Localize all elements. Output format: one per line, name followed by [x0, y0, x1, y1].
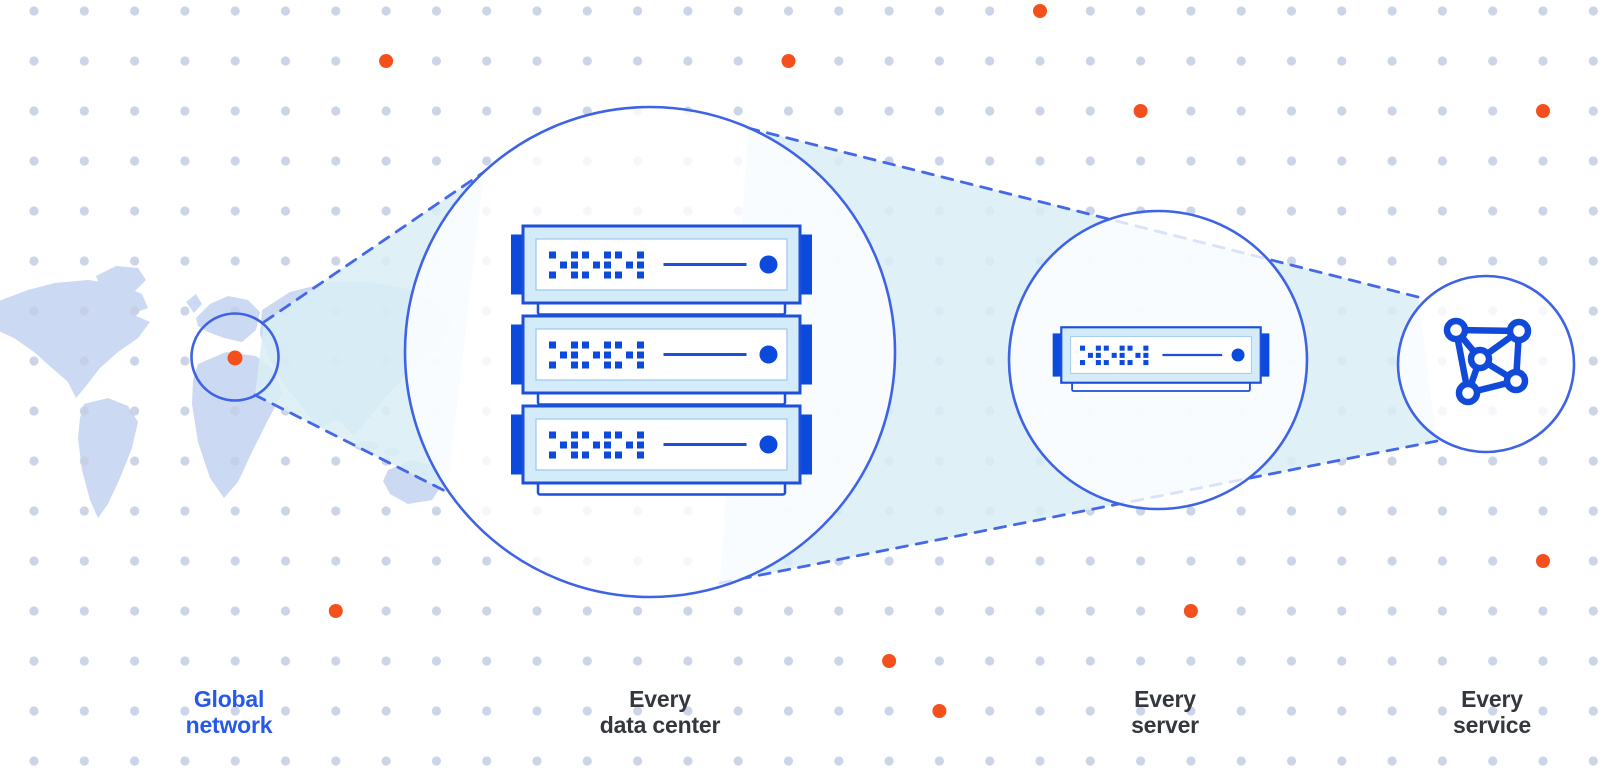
label-every-service: Every service [1372, 686, 1612, 738]
label-every-server: Every server [1045, 686, 1285, 738]
single-server-icon [1051, 326, 1271, 393]
mesh-network-icon [1443, 317, 1532, 406]
location-marker-icon [227, 350, 243, 366]
label-line: network [185, 712, 273, 738]
zoom-dashed-lines [253, 126, 1439, 585]
label-line: server [1131, 712, 1199, 738]
map-europe [196, 296, 260, 342]
map-north-america [0, 280, 150, 398]
label-line: data center [599, 712, 721, 738]
dashed-line-bottom-right [718, 439, 1439, 585]
label-every-data-center: Every data center [540, 686, 780, 738]
server-rack-icon [509, 224, 814, 496]
dashed-line-top-right [746, 126, 1420, 299]
dashed-line-top-left [262, 170, 486, 324]
label-line: Every [1461, 686, 1523, 712]
map-south-america [78, 398, 138, 518]
label-line: Every [1134, 686, 1196, 712]
label-line: service [1453, 712, 1531, 738]
label-global-network: Global network [109, 686, 349, 738]
label-line: Every [629, 686, 691, 712]
map-uk [186, 294, 202, 313]
magnify-circle [190, 312, 280, 402]
label-line: Global [193, 686, 265, 712]
dashed-line-bottom-left [253, 393, 449, 494]
map-greenland [96, 266, 146, 292]
